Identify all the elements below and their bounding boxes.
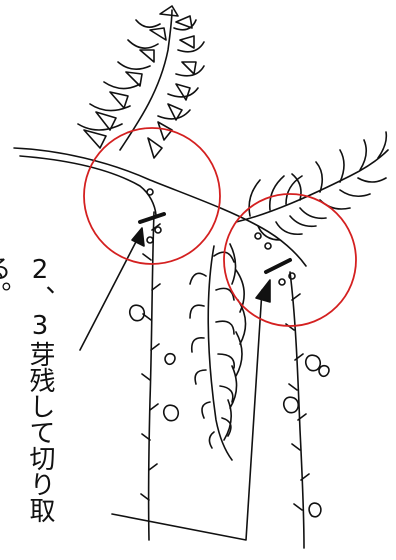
arrows [80, 228, 270, 540]
arrow-left [80, 234, 140, 350]
cut-mark-left [140, 214, 164, 222]
arrow-right [112, 290, 262, 540]
instruction-caption: 2、3芽残して切り取る。 [18, 255, 62, 555]
right-shoot [236, 132, 388, 240]
main-branch-underside [20, 156, 156, 215]
cut-mark-right [266, 260, 290, 272]
main-branch [14, 148, 306, 266]
upper-shoot [78, 6, 204, 158]
hanging-leaf-cluster [190, 244, 246, 460]
right-hanging-stem [284, 272, 329, 548]
highlight-circle-left [84, 128, 220, 264]
